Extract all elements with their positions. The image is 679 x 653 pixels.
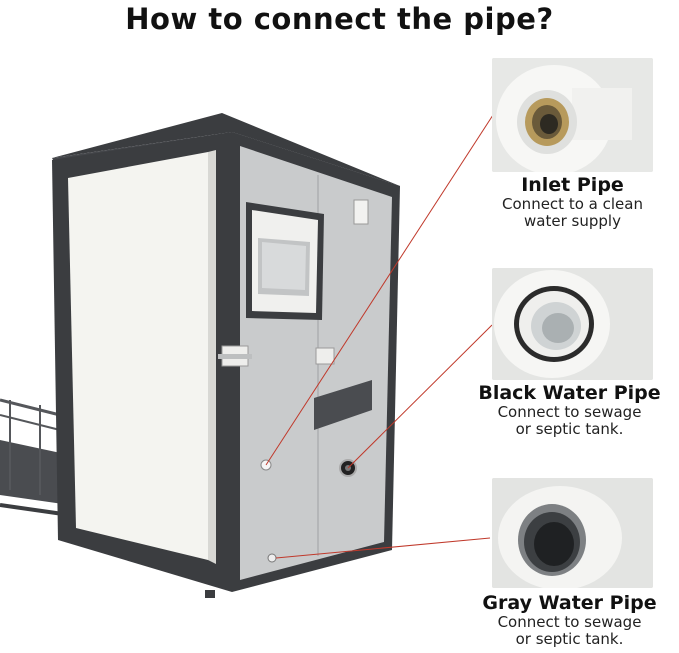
black-water-pipe-name: Black Water Pipe — [478, 382, 661, 404]
gray-water-pipe-desc-2: or septic tank. — [515, 630, 624, 648]
inlet-pipe-desc-1: Connect to a clean — [502, 195, 643, 213]
ramp-platform — [0, 398, 71, 517]
leader-lines — [265, 114, 494, 559]
gray-water-pipe-label: Gray Water Pipe Connect to sewage or sep… — [462, 592, 677, 648]
gray-water-pipe-name: Gray Water Pipe — [482, 592, 657, 614]
black-water-pipe-desc-2: or septic tank. — [515, 420, 624, 438]
gray-water-pipe-desc-1: Connect to sewage — [497, 613, 642, 631]
gray-water-pipe-photo — [492, 478, 653, 588]
cabin-door — [68, 152, 208, 560]
gray-water-port — [267, 553, 277, 563]
inlet-pipe-desc-2: water supply — [524, 212, 621, 230]
inlet-pipe-photo — [492, 58, 653, 172]
cabin-roof — [52, 113, 400, 186]
black-water-pipe-photo — [492, 268, 653, 380]
inlet-pipe-label: Inlet Pipe Connect to a clean water supp… — [470, 174, 675, 230]
inlet-pipe-name: Inlet Pipe — [521, 174, 624, 196]
page-title: How to connect the pipe? — [125, 2, 554, 36]
door-handle-right — [315, 347, 335, 365]
black-water-pipe-label: Black Water Pipe Connect to sewage or se… — [460, 382, 679, 438]
switch-box — [353, 199, 369, 225]
black-water-pipe-desc-1: Connect to sewage — [497, 403, 642, 421]
vent-plate — [314, 380, 372, 430]
